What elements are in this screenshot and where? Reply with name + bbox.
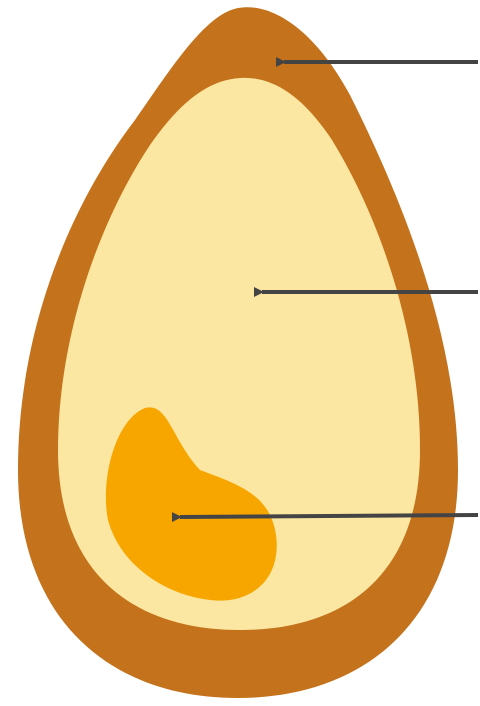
pointer-arrow-embryo <box>180 515 478 517</box>
